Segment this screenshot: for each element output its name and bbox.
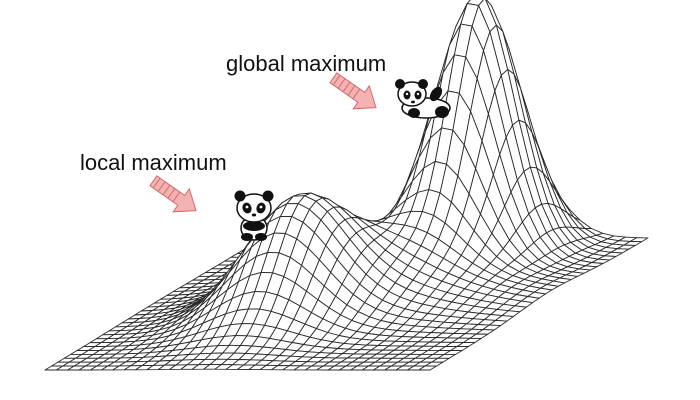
panda-sitting-icon	[234, 190, 274, 241]
local-arrow-icon	[149, 175, 197, 213]
mesh-cell	[418, 365, 437, 371]
wireframe-surface	[44, 0, 649, 371]
global-maximum-label: global maximum	[226, 51, 386, 76]
panda-lying-icon	[395, 79, 451, 119]
global-arrow-icon	[329, 72, 377, 110]
local-maximum-label: local maximum	[80, 150, 227, 175]
